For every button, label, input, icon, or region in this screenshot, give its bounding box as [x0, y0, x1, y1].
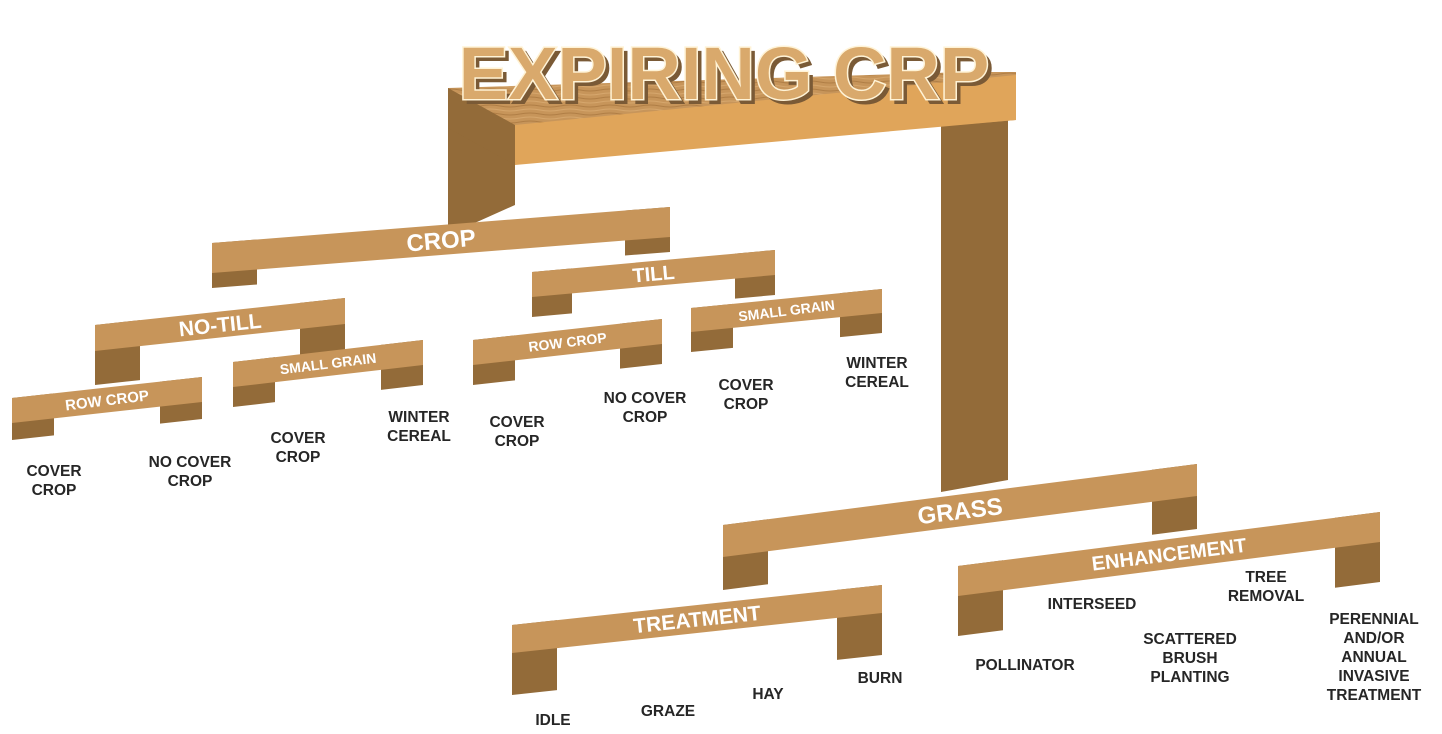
title-platform-front — [515, 75, 1016, 165]
crop-label: CROP — [405, 225, 476, 258]
leaf-line: PERENNIAL — [1329, 611, 1419, 628]
till-row-crop-beam — [473, 319, 662, 365]
leaf-graze: GRAZE — [641, 702, 695, 721]
crop-beam — [212, 207, 670, 273]
title-platform-side — [448, 88, 515, 165]
leaf-line: CROP — [723, 396, 769, 413]
leaf-line: BRUSH — [1162, 650, 1218, 667]
leaf-line: CROP — [494, 433, 540, 450]
leaf-line: CROP — [275, 449, 321, 466]
leaf-line: CROP — [622, 409, 668, 426]
title-text: EXPIRING CRP — [459, 32, 989, 115]
no-till-label: NO-TILL — [178, 310, 263, 342]
leaf-line: TREATMENT — [1326, 687, 1422, 704]
leaf-line: COVER — [718, 377, 774, 394]
leaf-line: CROP — [31, 482, 77, 499]
leaf-line: CROP — [167, 473, 213, 490]
leaf-line: CEREAL — [387, 428, 451, 445]
enhancement-beam — [958, 512, 1380, 596]
leaf-line: INVASIVE — [1338, 668, 1410, 685]
no-till-small-grain-beam — [233, 340, 423, 387]
leaf-hay: HAY — [752, 685, 783, 704]
grass-connector — [941, 110, 1008, 492]
no-till-row-crop-beam — [12, 377, 202, 423]
title: EXPIRING CRP EXPIRING CRP — [457, 31, 994, 121]
till-beam — [532, 250, 775, 297]
treatment-beam — [512, 585, 882, 653]
leaf-line: TREE — [1245, 569, 1287, 586]
leaf-line: IDLE — [535, 712, 571, 729]
leaf-no-till-row-no-cover-crop: NO COVER CROP — [149, 453, 232, 491]
leaf-burn: BURN — [858, 669, 903, 688]
leaf-line: COVER — [489, 414, 545, 431]
till-small-grain-beam — [691, 289, 882, 332]
leaf-line: INTERSEED — [1047, 596, 1137, 613]
leaf-no-till-small-cover-crop: COVER CROP — [270, 429, 325, 467]
grass-beam — [723, 464, 1197, 557]
leaf-line: ANNUAL — [1341, 649, 1407, 666]
leaf-line: BURN — [857, 670, 903, 687]
leaf-line: WINTER — [846, 355, 908, 372]
leaf-line: PLANTING — [1150, 669, 1230, 686]
leaf-line: NO COVER — [148, 454, 232, 471]
leaf-perennial-annual-invasive-treatment: PERENNIAL AND/OR ANNUAL INVASIVE TREATME… — [1327, 610, 1421, 705]
leaf-no-till-row-cover-crop: COVER CROP — [26, 462, 81, 500]
leaf-line: HAY — [752, 686, 784, 703]
leaf-line: POLLINATOR — [975, 657, 1075, 674]
leaf-line: AND/OR — [1343, 630, 1405, 647]
till-label: TILL — [632, 262, 676, 288]
title-shadow: EXPIRING CRP — [463, 36, 993, 119]
leaf-interseed: INTERSEED — [1048, 595, 1137, 614]
leaf-pollinator: POLLINATOR — [975, 656, 1074, 675]
leaf-scattered-brush-planting: SCATTERED BRUSH PLANTING — [1143, 630, 1237, 687]
leaf-tree-removal: TREE REMOVAL — [1228, 568, 1304, 606]
no-till-beam — [95, 298, 345, 351]
leaf-line: REMOVAL — [1227, 588, 1305, 605]
leaf-till-row-no-cover-crop: NO COVER CROP — [604, 389, 687, 427]
leaf-line: COVER — [270, 430, 326, 447]
leaf-till-small-winter-cereal: WINTER CEREAL — [845, 354, 909, 392]
leaf-line: SCATTERED — [1143, 631, 1237, 648]
leaf-till-small-cover-crop: COVER CROP — [718, 376, 773, 414]
leaf-line: WINTER — [388, 409, 450, 426]
leaf-line: NO COVER — [603, 390, 687, 407]
leaf-line: GRAZE — [640, 703, 696, 720]
leaf-no-till-small-winter-cereal: WINTER CEREAL — [387, 408, 451, 446]
leaf-idle: IDLE — [535, 711, 570, 730]
leaf-till-row-cover-crop: COVER CROP — [489, 413, 544, 451]
leaf-line: CEREAL — [845, 374, 909, 391]
leaf-line: COVER — [26, 463, 82, 480]
